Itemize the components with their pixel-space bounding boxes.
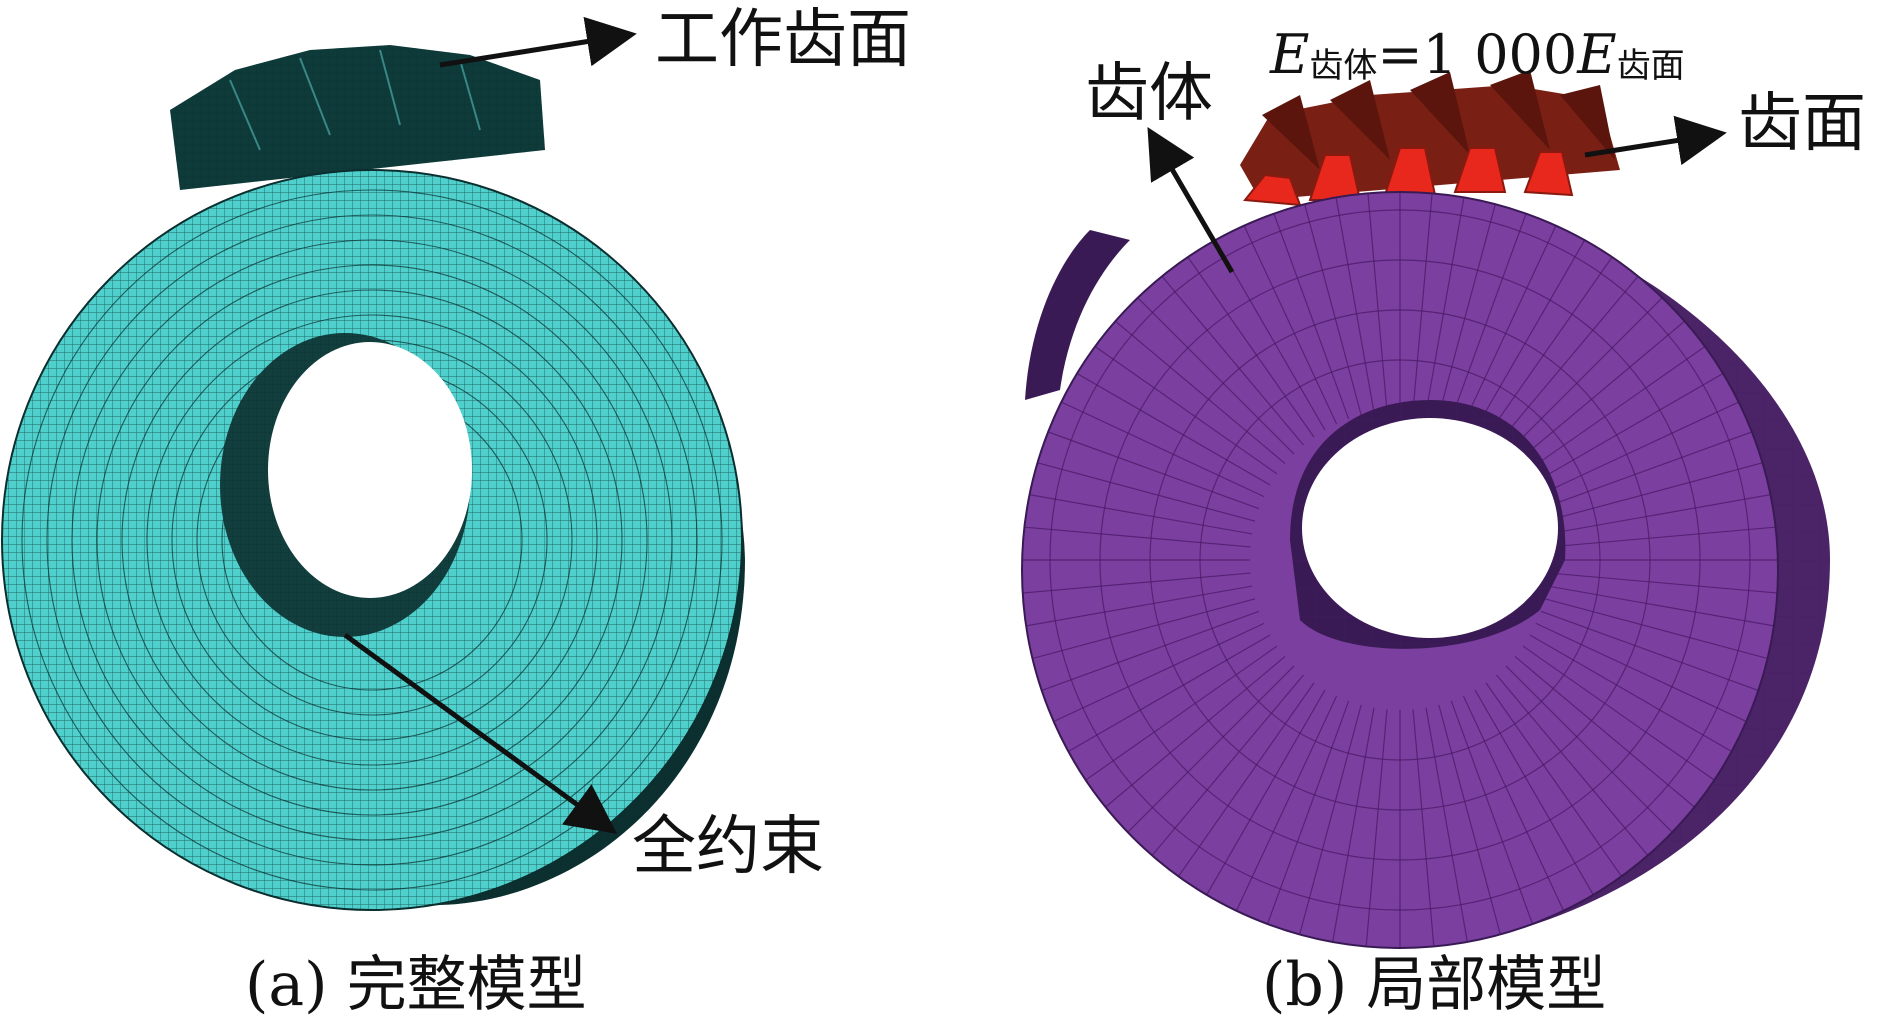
- mesh-line: [1505, 276, 1684, 455]
- mesh-line: [1485, 682, 1630, 889]
- mesh-line: [1295, 192, 1362, 416]
- label-tooth-face: 齿面: [1738, 87, 1866, 161]
- mesh-line: [1023, 422, 1260, 510]
- mesh-line: [1540, 610, 1777, 698]
- mesh-line: [1329, 707, 1375, 948]
- mesh-line: [1522, 330, 1729, 475]
- mesh-line: [1116, 276, 1295, 455]
- label-full-constraint: 全约束: [632, 810, 824, 884]
- mesh-line: [1364, 192, 1388, 411]
- mesh-line: [1037, 390, 1265, 498]
- mesh-line: [1071, 330, 1278, 475]
- panel-a-model: [1, 16, 745, 911]
- mesh-line: [1262, 192, 1350, 420]
- mesh-line: [1262, 700, 1350, 937]
- label-tooth-body: 齿体: [1085, 57, 1213, 131]
- mesh-line: [1549, 524, 1778, 548]
- panel-b-radial-mesh-lines: [1022, 192, 1778, 948]
- formula-modulus-ratio: E齿体=1 000E齿面: [1270, 28, 1685, 86]
- formula-lhs-symbol: E: [1270, 23, 1310, 86]
- formula-rhs-sub: 齿面: [1616, 46, 1685, 86]
- caption-panel-a: (a) 完整模型: [245, 950, 587, 1020]
- mesh-line: [1544, 598, 1778, 665]
- mesh-line: [1022, 524, 1251, 548]
- mesh-line: [1142, 253, 1305, 446]
- mesh-line: [1329, 192, 1375, 413]
- mesh-line: [1230, 695, 1338, 923]
- mesh-line: [1295, 704, 1362, 947]
- mesh-line: [1037, 622, 1265, 730]
- mesh-line: [1142, 674, 1305, 867]
- mesh-line: [1116, 665, 1295, 844]
- formula-rhs-symbol: E: [1577, 23, 1617, 86]
- mesh-line: [1425, 192, 1471, 413]
- panel-a-teeth: [170, 45, 545, 190]
- arrow-full-constraint: [343, 632, 618, 834]
- panel-b-model: [1021, 70, 1830, 949]
- mesh-line: [1364, 709, 1388, 948]
- mesh-line: [1544, 455, 1778, 522]
- mesh-line: [1462, 197, 1570, 425]
- mesh-line: [1547, 489, 1778, 535]
- panel-b-tooth-faces: [1243, 147, 1574, 207]
- mesh-line: [1170, 682, 1315, 889]
- mesh-line: [1450, 192, 1538, 420]
- mesh-line: [1438, 704, 1505, 947]
- mesh-line: [1462, 695, 1570, 923]
- panel-a-bore: [220, 333, 472, 637]
- mesh-line: [1474, 689, 1601, 907]
- mesh-line: [1022, 489, 1253, 535]
- mesh-line: [1053, 359, 1271, 486]
- mesh-line: [1071, 645, 1278, 790]
- arrow-tooth-body: [1147, 127, 1235, 274]
- panel-b-teeth: [1240, 70, 1620, 207]
- mesh-line: [1535, 390, 1763, 498]
- mesh-line: [1093, 655, 1286, 818]
- mesh-line: [1495, 253, 1658, 446]
- mesh-line: [1170, 231, 1315, 438]
- mesh-line: [1514, 655, 1707, 818]
- mesh-line: [1230, 197, 1338, 425]
- mesh-line: [1549, 572, 1778, 596]
- mesh-line: [1529, 634, 1747, 761]
- mesh-line: [1412, 709, 1436, 948]
- mesh-line: [1474, 213, 1601, 431]
- panel-b-bore: [1290, 400, 1566, 649]
- label-working-tooth-face: 工作齿面: [655, 3, 911, 77]
- arrow-tooth-face: [1584, 115, 1727, 166]
- mesh-line: [1438, 192, 1505, 416]
- mesh-line: [1529, 359, 1747, 486]
- mesh-line: [1022, 585, 1253, 631]
- formula-value: =1 000: [1377, 23, 1578, 86]
- mesh-line: [1505, 665, 1684, 844]
- mesh-line: [1022, 598, 1256, 665]
- mesh-line: [1540, 422, 1777, 510]
- mesh-line: [1412, 192, 1436, 411]
- arrow-working-tooth-face: [439, 16, 637, 68]
- mesh-line: [1522, 645, 1729, 790]
- mesh-line: [1450, 700, 1538, 937]
- caption-panel-b: (b) 局部模型: [1262, 950, 1607, 1020]
- mesh-line: [1023, 610, 1260, 698]
- mesh-line: [1495, 674, 1658, 867]
- mesh-line: [1022, 455, 1256, 522]
- mesh-line: [1199, 689, 1326, 907]
- mesh-line: [1547, 585, 1778, 631]
- mesh-line: [1022, 572, 1251, 596]
- mesh-line: [1514, 302, 1707, 465]
- mesh-line: [1425, 707, 1471, 948]
- mesh-line: [1485, 231, 1630, 438]
- mesh-line: [1535, 622, 1763, 730]
- mesh-line: [1053, 634, 1271, 761]
- formula-lhs-sub: 齿体: [1309, 46, 1378, 86]
- mesh-line: [1093, 302, 1286, 465]
